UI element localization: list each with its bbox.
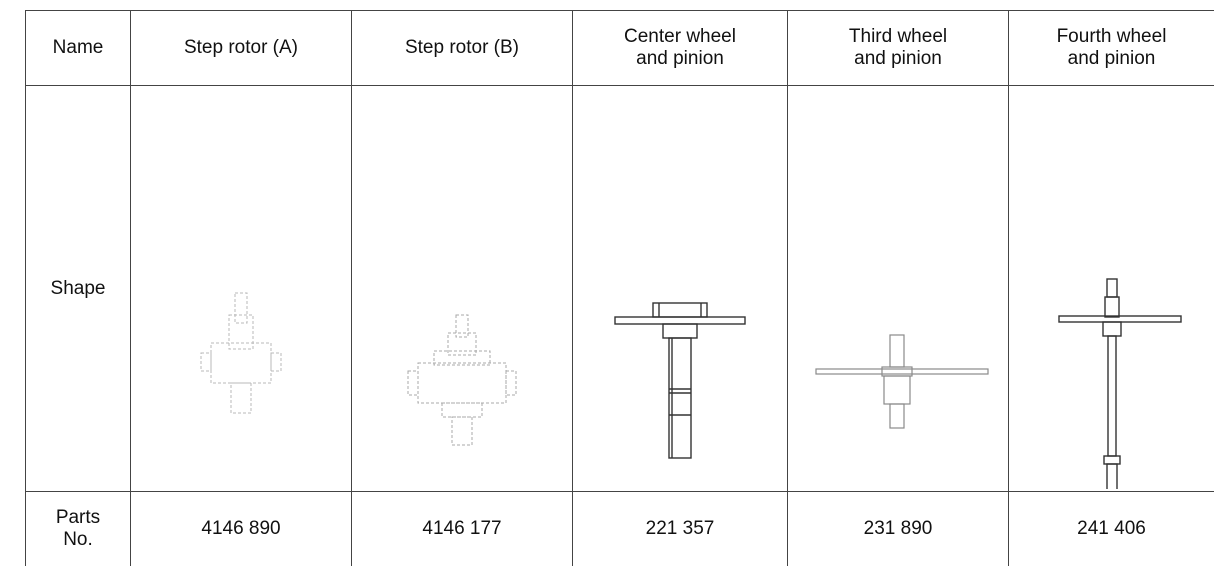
part-number-cell: 4146 177: [352, 492, 573, 566]
name-cell: Step rotor (A): [131, 11, 352, 86]
shape-cell: [131, 86, 352, 492]
part-number-cell: 4146 890: [131, 492, 352, 566]
step-rotor-a-icon: [131, 89, 351, 489]
parts-no-row: Parts No. 4146 890 4146 177 221 357 231 …: [26, 492, 1214, 566]
parts-table: Name Step rotor (A) Step rotor (B) Cente…: [25, 10, 1214, 566]
shape-row: Shape: [26, 86, 1214, 492]
shape-cell: [573, 86, 788, 492]
name-cell: Third wheel and pinion: [788, 11, 1009, 86]
shape-cell: [788, 86, 1009, 492]
shape-row-label: Shape: [26, 86, 131, 492]
center-wheel-icon: [573, 89, 787, 489]
name-row: Name Step rotor (A) Step rotor (B) Cente…: [26, 11, 1214, 86]
part-number-cell: 231 890: [788, 492, 1009, 566]
step-rotor-b-icon: [352, 89, 572, 489]
shape-cell: [352, 86, 573, 492]
shape-cell: [1009, 86, 1214, 492]
name-row-label: Name: [26, 11, 131, 86]
part-number-cell: 241 406: [1009, 492, 1214, 566]
fourth-wheel-icon: [1009, 89, 1214, 489]
part-number-cell: 221 357: [573, 492, 788, 566]
name-cell: Fourth wheel and pinion: [1009, 11, 1214, 86]
third-wheel-icon: [788, 89, 1008, 489]
name-cell: Step rotor (B): [352, 11, 573, 86]
name-cell: Center wheel and pinion: [573, 11, 788, 86]
parts-no-row-label: Parts No.: [26, 492, 131, 566]
